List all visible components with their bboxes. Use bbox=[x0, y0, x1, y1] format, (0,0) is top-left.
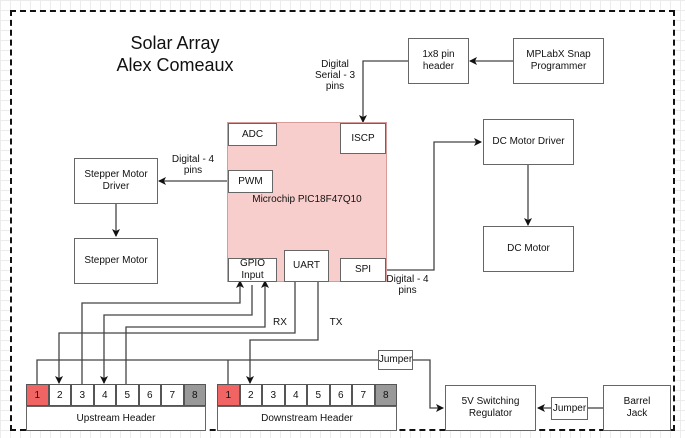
downstream-pin-5[interactable]: 5 bbox=[307, 384, 330, 406]
label-spi-link: Digital - 4 pins bbox=[386, 274, 429, 296]
upstream-pin-2[interactable]: 2 bbox=[48, 384, 71, 406]
downstream-pin-4[interactable]: 4 bbox=[284, 384, 307, 406]
mcu-name: Microchip PIC18F47Q10 bbox=[252, 194, 362, 205]
regulator-block[interactable]: 5V Switching Regulator bbox=[445, 385, 536, 431]
upstream-pin-3[interactable]: 3 bbox=[71, 384, 94, 406]
pin-header-1x8-block[interactable]: 1x8 pin header bbox=[408, 38, 469, 84]
barrel-jack-block[interactable]: Barrel Jack bbox=[603, 385, 671, 431]
upstream-pin-4[interactable]: 4 bbox=[93, 384, 116, 406]
upstream-pin-6[interactable]: 6 bbox=[138, 384, 161, 406]
downstream-pin-8[interactable]: 8 bbox=[374, 384, 397, 406]
label-iscp-link: Digital Serial - 3 pins bbox=[314, 59, 355, 92]
label-tx: TX bbox=[329, 317, 343, 328]
jumper-bottom[interactable]: Jumper bbox=[551, 397, 588, 420]
upstream-pin-1[interactable]: 1 bbox=[26, 384, 49, 406]
dc-motor-driver-block[interactable]: DC Motor Driver bbox=[483, 119, 574, 165]
snap-programmer-block[interactable]: MPLabX Snap Programmer bbox=[513, 38, 604, 84]
peripheral-uart[interactable]: UART bbox=[284, 250, 329, 282]
upstream-pin-8[interactable]: 8 bbox=[183, 384, 206, 406]
stepper-driver-block[interactable]: Stepper Motor Driver bbox=[74, 158, 158, 204]
peripheral-iscp[interactable]: ISCP bbox=[340, 123, 386, 154]
downstream-pin-7[interactable]: 7 bbox=[352, 384, 375, 406]
downstream-pin-2[interactable]: 2 bbox=[239, 384, 262, 406]
mcu-block[interactable]: Microchip PIC18F47Q10 bbox=[227, 122, 387, 282]
jumper-top[interactable]: Jumper bbox=[378, 350, 413, 370]
peripheral-adc[interactable]: ADC bbox=[228, 123, 277, 146]
upstream-pin-7[interactable]: 7 bbox=[161, 384, 184, 406]
downstream-pin-6[interactable]: 6 bbox=[329, 384, 352, 406]
downstream-pin-1[interactable]: 1 bbox=[217, 384, 240, 406]
peripheral-spi[interactable]: SPI bbox=[340, 258, 386, 282]
upstream-header-label: Upstream Header bbox=[26, 406, 206, 431]
stepper-motor-block[interactable]: Stepper Motor bbox=[74, 238, 158, 284]
label-pwm-link: Digital - 4 pins bbox=[171, 154, 215, 176]
peripheral-gpio-input[interactable]: GPIO Input bbox=[228, 258, 277, 282]
upstream-pin-5[interactable]: 5 bbox=[116, 384, 139, 406]
dc-motor-block[interactable]: DC Motor bbox=[483, 226, 574, 272]
downstream-header-label: Downstream Header bbox=[217, 406, 397, 431]
peripheral-pwm[interactable]: PWM bbox=[228, 170, 273, 193]
diagram-title: Solar Array Alex Comeaux bbox=[116, 33, 234, 75]
downstream-pin-3[interactable]: 3 bbox=[262, 384, 285, 406]
label-rx: RX bbox=[273, 317, 287, 328]
